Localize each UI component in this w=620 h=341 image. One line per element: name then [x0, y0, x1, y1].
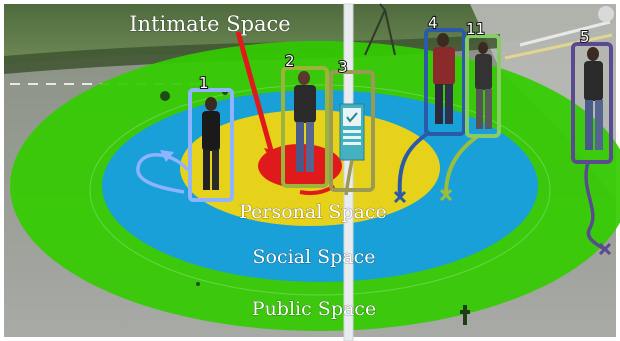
person-id-label: 11 — [466, 20, 485, 38]
marker-dot — [196, 282, 200, 286]
trajectory-marker — [160, 150, 174, 162]
person-box-1 — [188, 88, 234, 202]
road-marking — [519, 20, 611, 47]
marker-post — [460, 305, 470, 325]
zone-ring — [89, 84, 551, 296]
social-space-label: Social Space — [252, 246, 375, 268]
person-box-11 — [465, 34, 501, 138]
pedestrian — [202, 97, 220, 190]
person-id-label: 4 — [428, 14, 438, 32]
trajectory-end-marker — [598, 242, 612, 256]
person-id-label: 5 — [580, 28, 590, 46]
pedestrian — [294, 71, 316, 172]
person-id-label: 3 — [338, 58, 348, 76]
person-box-5 — [571, 42, 613, 164]
pedestrian — [433, 33, 455, 124]
road-marking — [504, 33, 613, 60]
person-box-4 — [424, 28, 466, 136]
marker-dot — [160, 91, 170, 101]
intimate-pointer-arrow — [235, 31, 275, 155]
trajectory — [397, 130, 432, 197]
tripod — [364, 3, 396, 56]
arrow-head — [264, 148, 280, 166]
trajectory — [136, 153, 190, 194]
sign-panel — [343, 130, 361, 133]
check-icon — [346, 112, 358, 123]
sign-panel — [343, 136, 361, 139]
trajectory — [584, 161, 607, 252]
person-box-2 — [281, 66, 329, 188]
sign-panel — [343, 142, 361, 145]
pedestrian — [475, 42, 492, 129]
pedestrian — [584, 47, 603, 150]
trajectory — [444, 134, 480, 195]
public-space-label: Public Space — [252, 298, 376, 320]
intimate-space-label: Intimate Space — [129, 12, 291, 36]
sign-panel — [343, 108, 361, 126]
bollard — [598, 6, 614, 22]
person-box-3 — [329, 70, 375, 192]
trajectory-end-marker — [439, 188, 453, 202]
person-id-label: 2 — [285, 52, 295, 70]
trajectory-end-marker — [393, 190, 407, 204]
person-id-label: 1 — [199, 74, 209, 92]
personal-space-label: Personal Space — [239, 201, 387, 223]
